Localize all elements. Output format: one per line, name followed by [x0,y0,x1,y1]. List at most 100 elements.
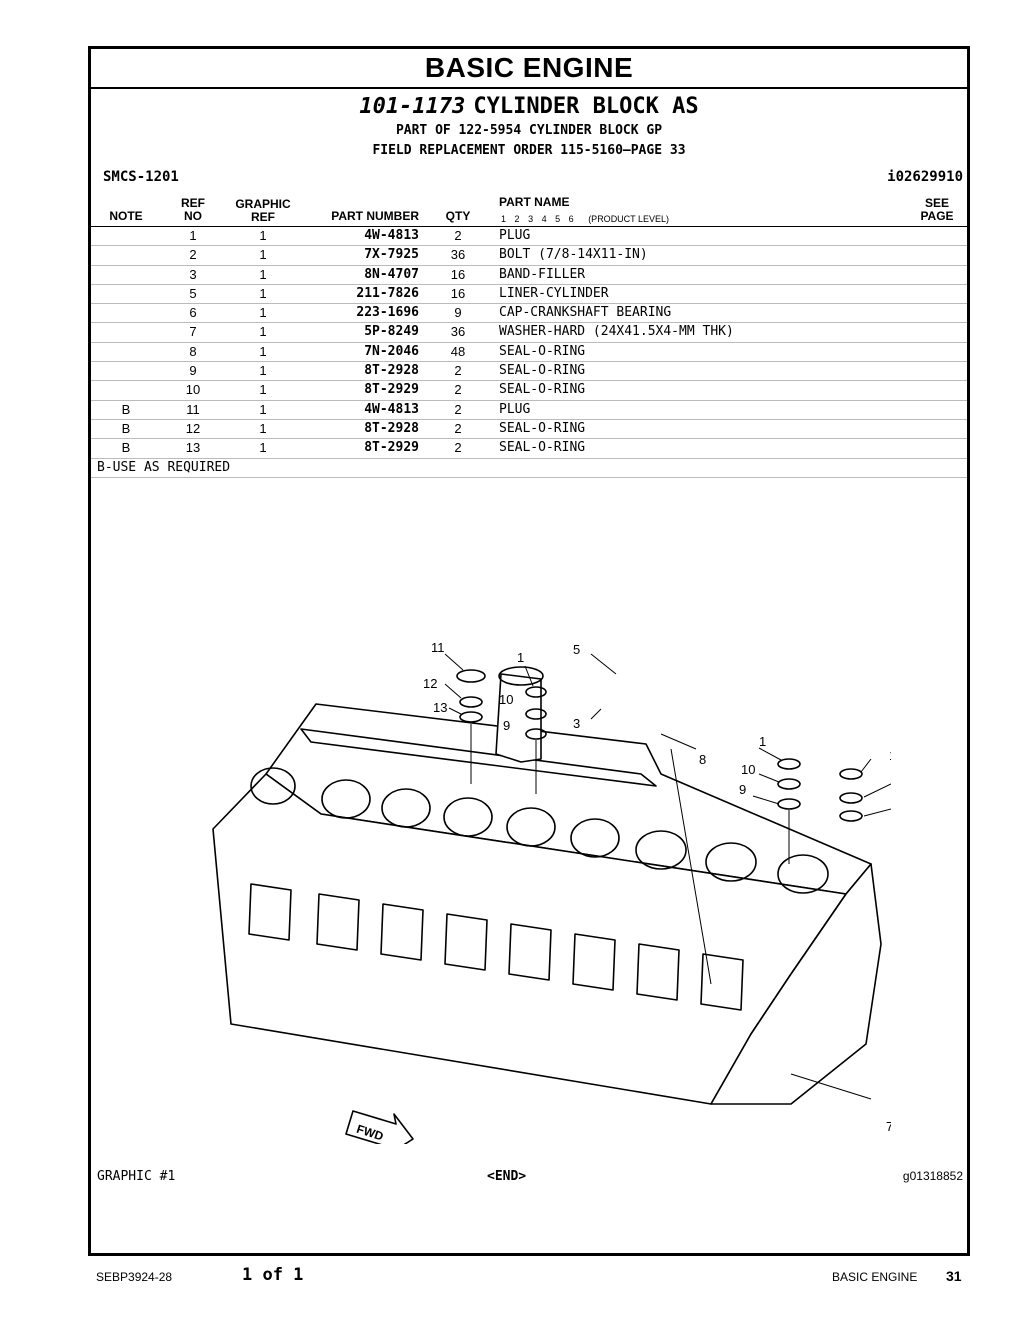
left-plug-stack [456,669,486,784]
part-name-cell: CAP-CRANKSHAFT BEARING [499,305,672,321]
callout-mid-1: 1 [517,650,524,665]
col-ref-no-line1: REF [181,196,205,210]
graphic-id: g01318852 [902,1169,963,1183]
callout-right-1: 1 [759,734,766,749]
ref-no-cell: 6 [189,305,197,321]
graphic-ref-cell: 1 [259,382,267,398]
col-graphic-ref: GRAPHIC REF [227,198,299,224]
graphic-ref-cell: 1 [259,401,267,417]
graphic-ref-cell: 1 [259,440,267,456]
ref-no-cell: 8 [189,343,197,359]
part-number-cell: 8T-2929 [364,382,419,398]
qty-cell: 36 [450,247,466,263]
note-cell: B [121,440,131,456]
end-marker: <END> [487,1169,527,1184]
callout-left-11: 11 [431,640,445,655]
block-end-face [710,863,882,1105]
middle-plug-stack [525,686,547,794]
callout-right-11: 11 [889,748,891,763]
footer-page-of: 1 of 1 [242,1265,304,1285]
product-levels: 1 2 3 4 5 6 (PRODUCT LEVEL) [501,214,669,224]
part-number-cell: 8T-2928 [364,363,419,379]
part-number-cell: 8T-2929 [364,440,419,456]
graphic-ref-cell: 1 [259,420,267,436]
part-of-line: PART OF 122-5954 CYLINDER BLOCK GP [395,123,663,138]
graphic-ref-cell: 1 [259,228,267,243]
part-name-cell: PLUG [499,228,531,243]
level-2: 2 [514,214,520,224]
qty-cell: 16 [450,285,466,301]
col-qty: QTY [445,209,471,223]
level-4: 4 [541,214,547,224]
ref-no-cell: 13 [185,440,201,456]
graphic-ref-cell: 1 [259,305,267,321]
col-part-number: PART NUMBER [331,209,419,223]
part-number-cell: 7X-7925 [364,247,419,263]
ref-no-cell: 12 [185,420,201,436]
smcs-code: SMCS-1201 [103,169,179,185]
col-ref-no-line2: NO [184,209,202,223]
ref-no-cell: 5 [189,285,197,301]
callout-mid-9: 9 [503,718,510,733]
part-name-cell: SEAL-O-RING [499,382,586,398]
footer-section: BASIC ENGINE [832,1270,918,1284]
note-cell: B [121,401,131,417]
qty-cell: 9 [454,305,462,321]
qty-cell: 36 [450,324,466,340]
col-see-page-line1: SEE [924,196,949,210]
footer-doc-number: SEBP3924-28 [96,1270,173,1284]
note-footnote: B-USE AS REQUIRED [91,459,967,478]
graphic-ref-cell: 1 [259,363,267,379]
col-graphic-ref-line2: REF [251,210,275,224]
part-number-cell: 8N-4707 [364,266,419,282]
col-ref-no: REF NO [171,197,215,223]
col-part-name: PART NAME [499,195,570,209]
part-number-cell: 4W-4813 [364,228,419,243]
group-name: CYLINDER BLOCK AS [473,94,699,119]
footer-page-number: 31 [946,1268,962,1284]
ref-no-cell: 9 [189,363,197,379]
part-name-cell: PLUG [499,401,531,417]
document-id: i02629910 [887,169,963,185]
qty-cell: 2 [454,420,462,436]
part-number-cell: 7N-2046 [364,343,419,359]
callout-liner-8: 8 [699,752,706,767]
cylinder-bores [250,767,829,894]
callout-right-10: 10 [741,762,755,777]
level-1: 1 [501,214,507,224]
qty-cell: 48 [450,343,466,359]
cylinder-block-illustration: 11 12 13 1 10 9 5 3 8 1 10 9 11 12 13 6 … [212,640,891,1144]
col-see-page: SEE PAGE [907,197,967,223]
part-number-cell: 211-7826 [356,285,419,301]
callouts: 11 12 13 1 10 9 5 3 8 1 10 9 11 12 13 6 … [355,640,891,1144]
leader-lines [444,653,891,1100]
ref-no-cell: 11 [186,401,200,417]
part-name-cell: SEAL-O-RING [499,440,586,456]
part-name-cell: BAND-FILLER [499,266,586,282]
part-number-cell: 8T-2928 [364,420,419,436]
ref-no-cell: 1 [189,228,197,243]
part-number-cell: 5P-8249 [364,324,419,340]
note-cell: B [121,420,131,436]
fwd-arrow [345,1110,414,1144]
product-level-label: (PRODUCT LEVEL) [588,214,670,224]
callout-mid-10: 10 [499,692,513,707]
ref-no-cell: 3 [189,266,197,282]
part-number-cell: 4W-4813 [364,401,419,417]
callout-liner-3: 3 [573,716,580,731]
section-title: BASIC ENGINE [91,49,967,89]
ref-no-cell: 10 [185,382,201,398]
